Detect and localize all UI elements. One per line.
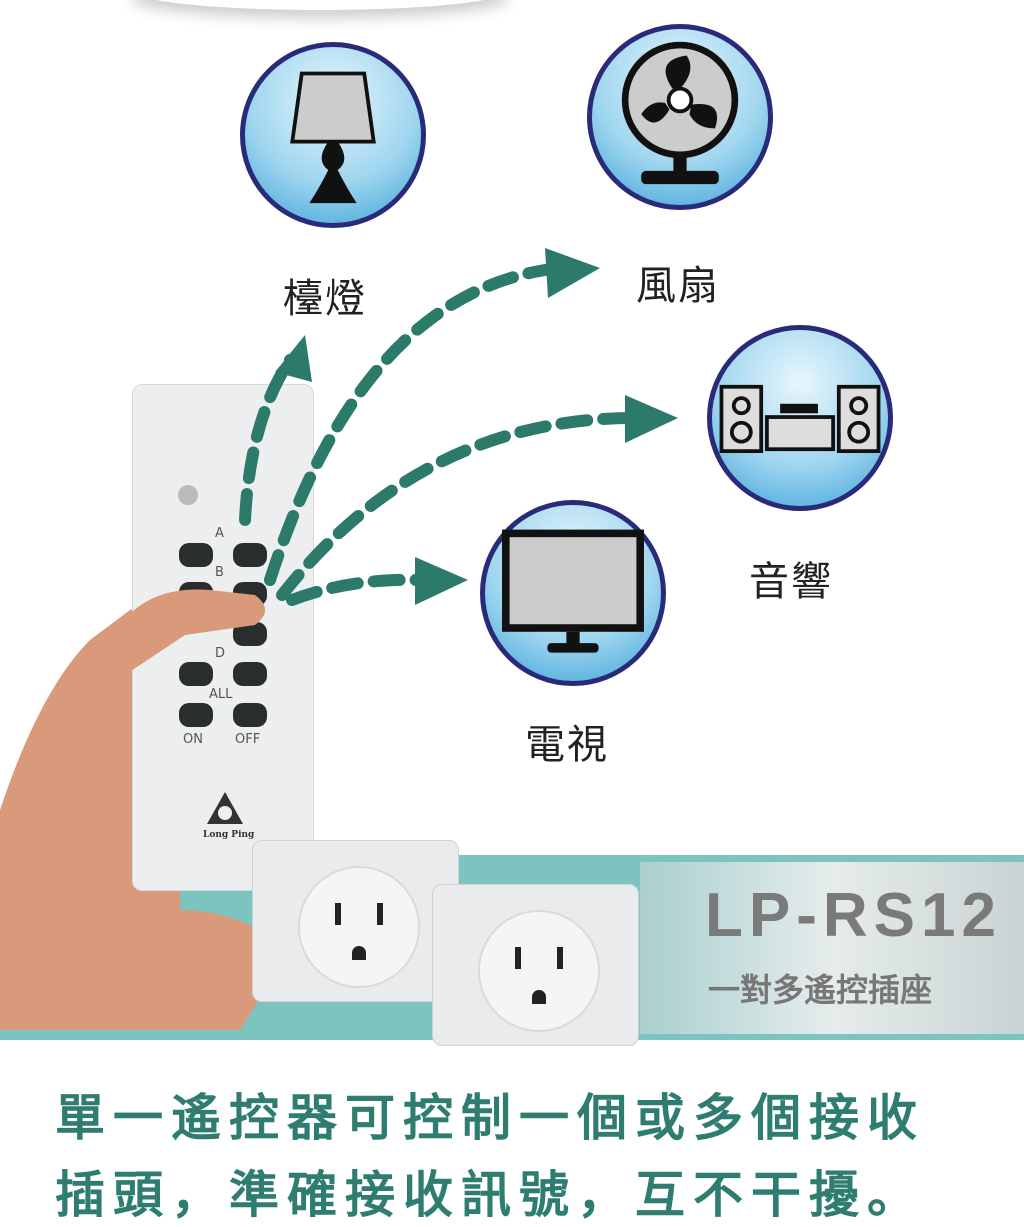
arrowhead-lamp [275,335,312,382]
arrow-to-fan [264,264,551,586]
thumb [120,589,265,675]
headline-line-1: 單一遙控器可控制一個或多個接收 [55,1089,925,1147]
group-label-all: ALL [209,687,233,702]
stereo-label: 音響 [749,559,833,605]
group-label-b: B [215,565,224,580]
tv-icon [502,529,644,653]
fan-icon [621,41,739,185]
group-label-a: A [215,526,224,541]
outlet-socket [478,910,600,1032]
off-label: OFF [235,732,261,747]
receiver-plug-1 [252,840,459,1002]
all-on-button[interactable] [179,703,213,727]
arrowhead-stereo [625,395,678,443]
brand-label: Long Ping [203,830,255,840]
brand-logo-icon [207,792,243,824]
stereo-icon [719,384,881,454]
headline-line-2: 插頭，準確接收訊號，互不干擾。 [55,1166,925,1224]
fan-circle [587,24,773,210]
a-off-button[interactable] [233,543,267,567]
d-on-button[interactable] [179,662,213,686]
arrowhead-fan [545,248,600,298]
a-on-button[interactable] [179,543,213,567]
model-number: LP-RS12 [705,881,1002,950]
lamp-circle [240,42,426,228]
tv-circle [480,500,666,686]
lamp-label: 檯燈 [283,276,367,322]
all-off-button[interactable] [233,703,267,727]
fan-label: 風扇 [636,263,720,309]
stereo-circle [707,325,893,511]
model-panel [640,862,1024,1034]
outlet-socket [298,866,420,988]
lamp-icon [290,71,376,204]
receiver-plug-2 [432,884,639,1046]
tv-label: 電視 [525,722,609,768]
led-indicator [178,485,198,505]
arrow-to-stereo [276,412,636,601]
d-off-button[interactable] [233,662,267,686]
model-subtitle: 一對多遙控插座 [708,971,933,1009]
arrow-to-lamp [239,354,296,526]
arrowhead-tv [415,557,468,605]
group-label-d: D [215,646,226,661]
signal-arrows [239,248,678,606]
arrow-to-tv [286,573,426,606]
on-label: ON [183,732,203,747]
